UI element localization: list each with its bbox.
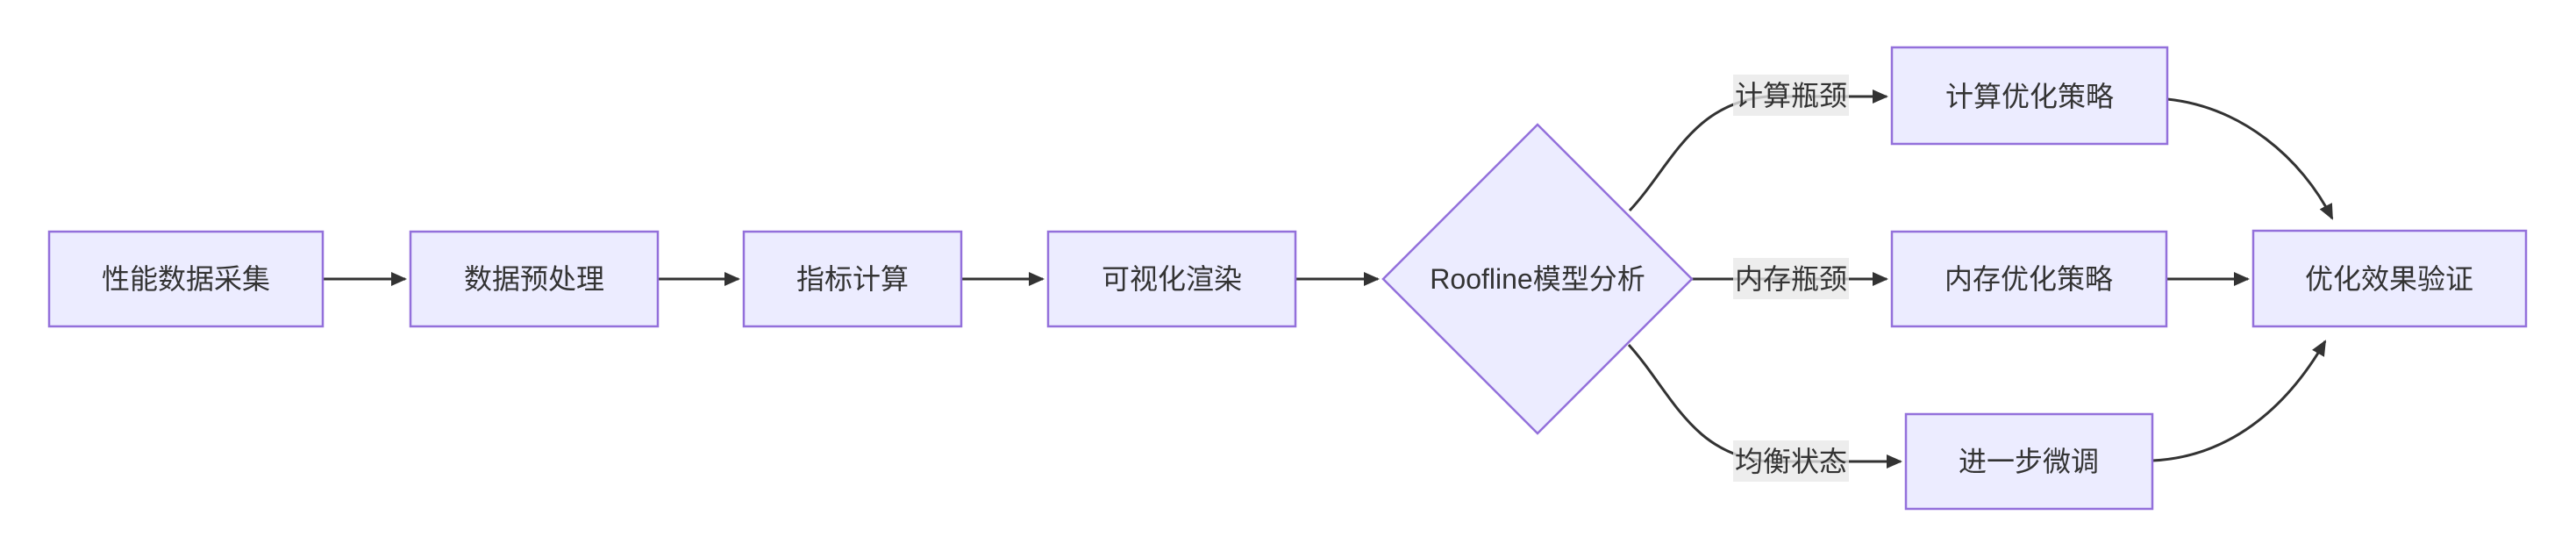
- node-optimization-verification-shape: [2251, 229, 2528, 328]
- node-data-preprocessing-label: 数据预处理: [464, 263, 604, 295]
- node-roofline-analysis-label: Roofline模型分析: [1430, 263, 1645, 295]
- node-data-preprocessing-shape: [409, 230, 660, 328]
- node-roofline-analysis: Roofline模型分析: [1381, 123, 1694, 435]
- edge-finetune-verify: [2151, 340, 2327, 462]
- nodes: 性能数据采集 数据预处理 指标计算 可视化渲染 Roofline模型分析 计算优…: [47, 46, 2528, 511]
- node-data-preprocessing: 数据预处理: [409, 230, 660, 328]
- edge-label-compute-bottleneck-bg: [1733, 75, 1849, 116]
- node-compute-opt-strategy-label: 计算优化策略: [1945, 81, 2114, 112]
- node-compute-opt-strategy-shape: [1890, 46, 2169, 146]
- edge-label-memory-bottleneck-bg: [1733, 258, 1849, 299]
- edge-label-memory-bottleneck-text: 内存瓶颈: [1735, 263, 1847, 295]
- edge-computeopt-verify: [2166, 97, 2334, 220]
- edge-labels: 计算瓶颈 内存瓶颈 均衡状态: [1733, 75, 1849, 482]
- node-memory-opt-strategy: 内存优化策略: [1890, 230, 2168, 328]
- node-memory-opt-strategy-label: 内存优化策略: [1944, 263, 2113, 295]
- node-optimization-verification-label: 优化效果验证: [2305, 263, 2473, 295]
- node-further-finetune-label: 进一步微调: [1959, 446, 2099, 477]
- node-visualization-rendering: 可视化渲染: [1046, 230, 1297, 328]
- edge-label-compute-bottleneck: 计算瓶颈: [1733, 75, 1849, 116]
- node-roofline-analysis-shape: [1381, 123, 1694, 435]
- node-optimization-verification: 优化效果验证: [2251, 229, 2528, 328]
- edge-label-balanced-state: 均衡状态: [1733, 440, 1849, 482]
- node-metric-calculation: 指标计算: [742, 230, 963, 328]
- node-perf-data-collection: 性能数据采集: [47, 230, 325, 328]
- edge-label-compute-bottleneck-text: 计算瓶颈: [1735, 80, 1847, 111]
- node-perf-data-collection-label: 性能数据采集: [102, 263, 270, 295]
- node-compute-opt-strategy: 计算优化策略: [1890, 46, 2169, 146]
- node-memory-opt-strategy-shape: [1890, 230, 2168, 328]
- node-metric-calculation-shape: [742, 230, 963, 328]
- node-perf-data-collection-shape: [47, 230, 325, 328]
- node-further-finetune: 进一步微调: [1904, 412, 2154, 511]
- node-metric-calculation-label: 指标计算: [796, 263, 909, 295]
- edge-label-balanced-state-text: 均衡状态: [1735, 446, 1847, 477]
- edge-label-balanced-state-bg: [1733, 440, 1849, 482]
- node-visualization-rendering-label: 可视化渲染: [1102, 263, 1242, 295]
- edge-label-memory-bottleneck: 内存瓶颈: [1733, 258, 1849, 299]
- node-visualization-rendering-shape: [1046, 230, 1297, 328]
- node-further-finetune-shape: [1904, 412, 2154, 511]
